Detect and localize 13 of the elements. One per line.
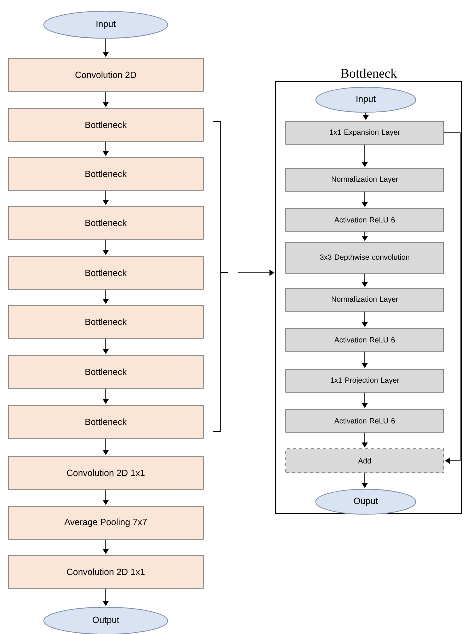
layer-box: Bottleneck: [8, 108, 204, 142]
layer-box: Bottleneck: [8, 157, 204, 191]
layer-box: Bottleneck: [8, 206, 204, 240]
layer-box: Convolution 2D 1x1: [8, 456, 204, 490]
layer-box: Bottleneck: [8, 405, 204, 439]
arrow: [444, 132, 461, 464]
layer-box: Convolution 2D: [8, 58, 204, 92]
layer-box: Bottleneck: [8, 355, 204, 389]
layer-box: Convolution 2D 1x1: [8, 555, 204, 589]
node-label: Bottleneck: [341, 68, 398, 78]
layer-box: Bottleneck: [8, 256, 204, 290]
layer-box: Bottleneck: [8, 305, 204, 339]
layer-box: Average Pooling 7x7: [8, 506, 204, 540]
